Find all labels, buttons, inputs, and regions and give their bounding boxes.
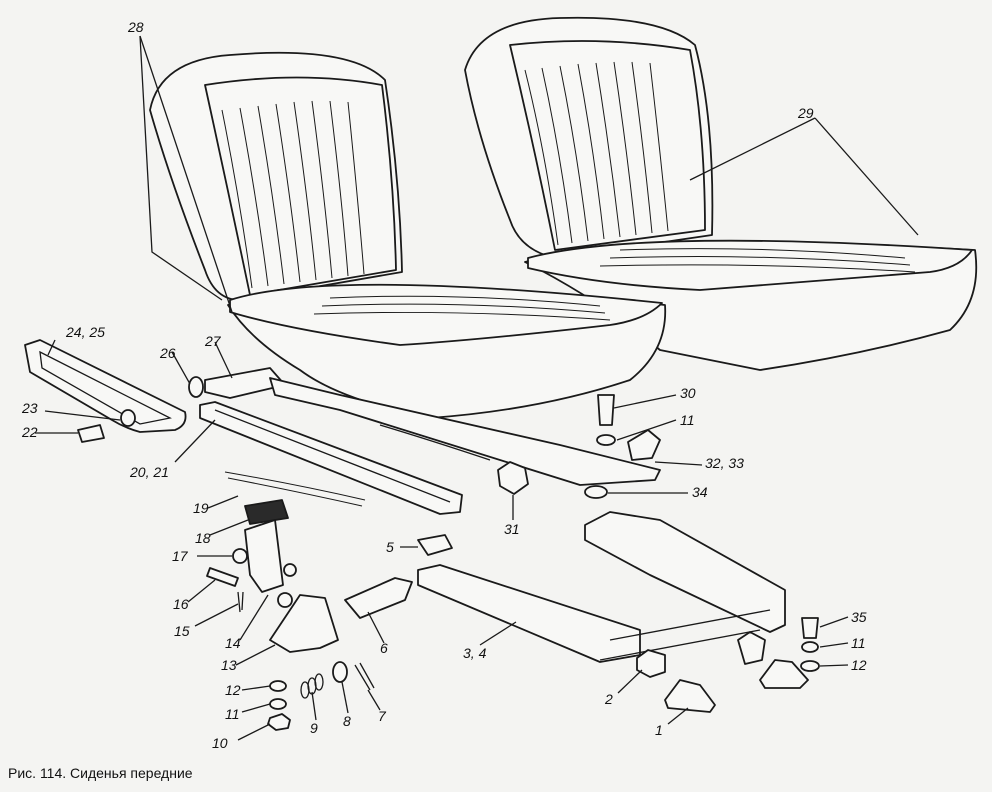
- callout-14: 14: [225, 635, 241, 651]
- callout-19: 19: [193, 500, 209, 516]
- callout-20-21: 20, 21: [129, 464, 169, 480]
- callout-3-4: 3, 4: [463, 645, 487, 661]
- callout-35: 35: [851, 609, 867, 625]
- leader-lines: [35, 35, 919, 741]
- callout-22: 22: [21, 424, 38, 440]
- callout-32-33: 32, 33: [705, 455, 744, 471]
- callout-9: 9: [310, 720, 318, 736]
- callout-labels: 28 29 24, 25 27 26 23 22 20, 21 19 18 17…: [21, 19, 867, 751]
- bolt-35: [801, 617, 819, 639]
- right-seat: [464, 16, 978, 371]
- callout-7: 7: [378, 708, 387, 724]
- callout-28: 28: [127, 19, 144, 35]
- callout-6: 6: [380, 640, 388, 656]
- lever-27: [204, 367, 286, 399]
- slide-track: [269, 377, 661, 486]
- callout-34: 34: [692, 484, 708, 500]
- bolt-30: [597, 394, 615, 426]
- pin-16: [206, 567, 239, 587]
- nut-10: [267, 713, 291, 731]
- clamp-2: [636, 649, 666, 678]
- callout-24-25: 24, 25: [65, 324, 105, 340]
- washer-12-right: [800, 660, 820, 672]
- clamp-32: [627, 429, 661, 461]
- figure-caption: Рис. 114. Сиденья передние: [8, 765, 193, 781]
- knob-26: [188, 376, 204, 398]
- callout-5: 5: [386, 539, 394, 555]
- right-seat-back-panel: [509, 40, 706, 251]
- cotter-7: [354, 662, 375, 691]
- callout-13: 13: [221, 657, 237, 673]
- bracket-13: [269, 594, 339, 653]
- left-seat-cushion-pleats: [313, 295, 611, 321]
- right-seat-back-pleats: [524, 61, 669, 246]
- callout-26: 26: [159, 345, 176, 361]
- bracket-1: [664, 679, 716, 713]
- washer-11-upper: [596, 434, 616, 446]
- callout-8: 8: [343, 713, 351, 729]
- callout-2: 2: [604, 691, 613, 707]
- callout-31: 31: [504, 521, 520, 537]
- washer-11-right: [801, 641, 819, 653]
- callout-16: 16: [173, 596, 189, 612]
- clip-5: [417, 534, 453, 556]
- callout-23: 23: [21, 400, 38, 416]
- callout-27: 27: [204, 333, 222, 349]
- right-seat-cushion-pleats: [599, 248, 916, 273]
- washer-23: [120, 409, 136, 427]
- callout-11-upper: 11: [680, 412, 695, 428]
- callout-12-right: 12: [851, 657, 867, 673]
- callout-30: 30: [680, 385, 696, 401]
- bracket-14: [244, 519, 284, 593]
- left-seat-cushion-top: [229, 283, 663, 346]
- nut-17b: [283, 563, 297, 577]
- left-seat-back-pleats: [221, 100, 365, 289]
- clamp-right: [737, 631, 766, 665]
- knob-31: [497, 461, 529, 495]
- pad-18: [244, 499, 289, 525]
- bolt-head-13: [277, 592, 293, 608]
- frame: [417, 564, 641, 663]
- bracket-right: [759, 659, 809, 689]
- pin-6: [344, 577, 413, 619]
- nut-17: [232, 548, 248, 564]
- trim-panel: [24, 339, 187, 433]
- spring-19: [224, 471, 366, 507]
- left-seat: [149, 51, 667, 419]
- washer-11-left: [269, 698, 287, 710]
- washer-34: [584, 485, 608, 499]
- callout-10: 10: [212, 735, 228, 751]
- callout-15: 15: [174, 623, 190, 639]
- callout-12-left: 12: [225, 682, 241, 698]
- callout-18: 18: [195, 530, 211, 546]
- frame-rear: [584, 511, 786, 633]
- adjuster-screw: [379, 424, 491, 461]
- callout-17: 17: [172, 548, 189, 564]
- left-seat-back-panel: [204, 76, 397, 296]
- washer-8: [332, 661, 348, 683]
- screw-22: [77, 424, 105, 443]
- callout-11-left: 11: [225, 706, 240, 722]
- cotter-15: [237, 591, 244, 613]
- washer-12-left: [269, 680, 287, 692]
- callout-29: 29: [797, 105, 814, 121]
- callout-11-right: 11: [851, 635, 866, 651]
- callout-1: 1: [655, 722, 663, 738]
